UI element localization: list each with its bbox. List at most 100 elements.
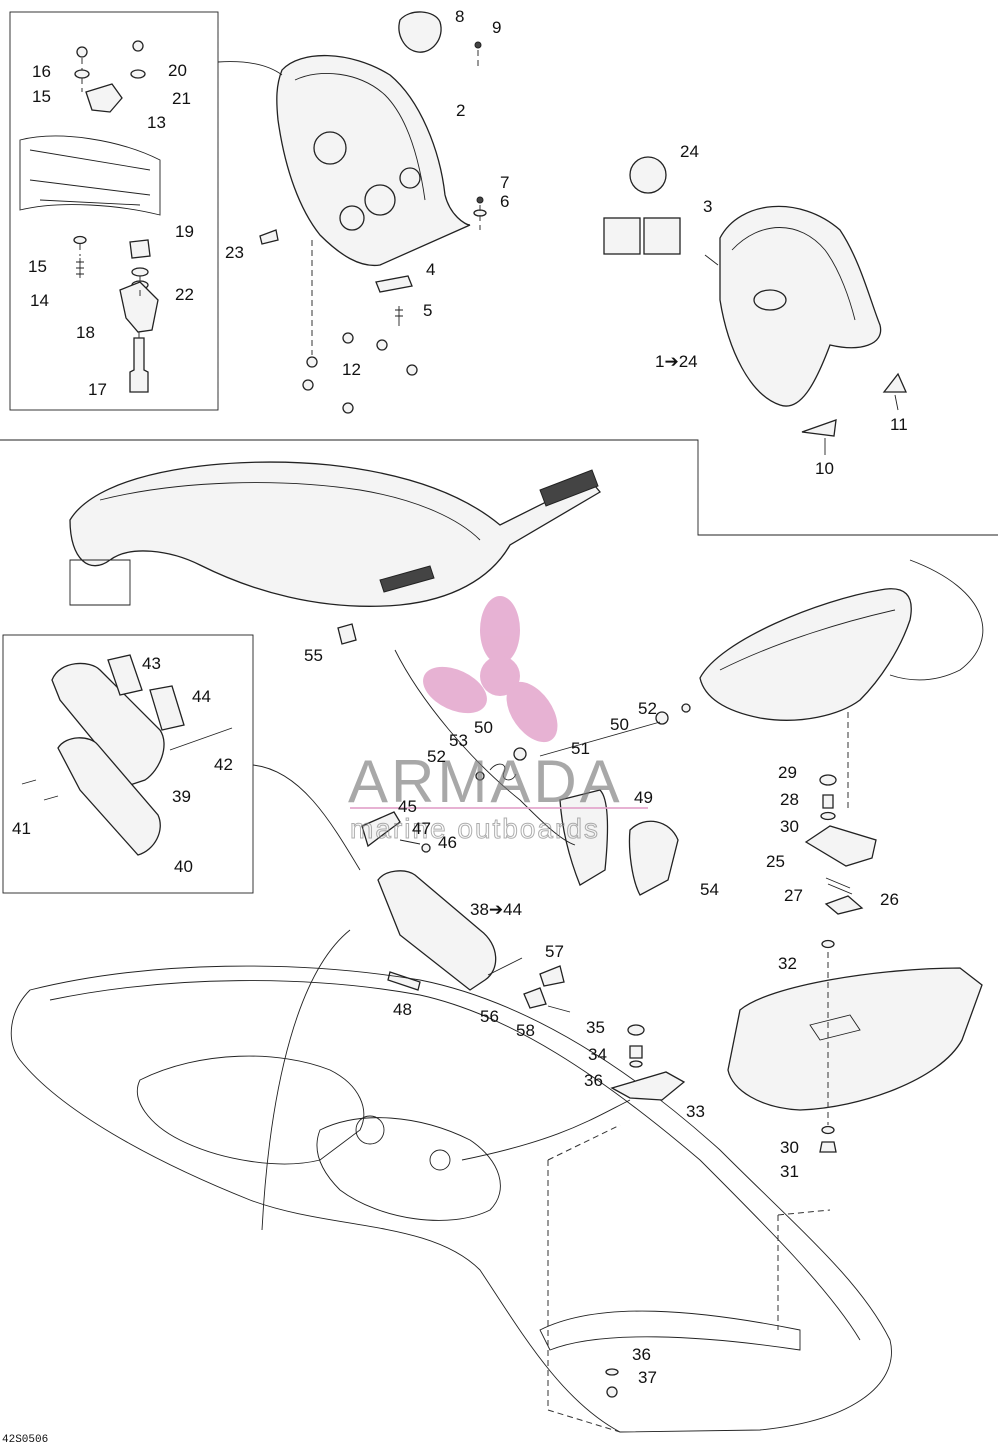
hinge-49 [559, 789, 609, 886]
handlebar-body [69, 461, 601, 607]
hull-console [316, 1117, 501, 1221]
washer-22a [131, 267, 149, 277]
callout-7: 7 [500, 173, 509, 192]
storage-compartment [217, 11, 487, 414]
clip-52b [681, 703, 691, 713]
watermark-brand: ARMADA [348, 748, 623, 815]
hull-section-lines [547, 1124, 831, 1433]
fastener-detail [19, 40, 161, 393]
washer-30-top [820, 811, 836, 821]
nut-12e [302, 379, 314, 391]
hull-console-cup [355, 1115, 385, 1145]
seat-base-seam [719, 609, 896, 671]
callout-19: 19 [175, 222, 194, 241]
callout-29: 29 [778, 763, 797, 782]
callout-12: 12 [342, 360, 361, 379]
callout-49: 49 [634, 788, 653, 807]
pin-17 [129, 337, 149, 393]
grab-handle-detail [21, 654, 361, 871]
callout-16: 16 [32, 62, 51, 81]
callout-56: 56 [480, 1007, 499, 1026]
compartment-cupholder-3 [339, 205, 365, 231]
callout-37: 37 [638, 1368, 657, 1387]
plug-55 [337, 623, 357, 645]
screw-5 [395, 306, 403, 326]
handle-pin [487, 957, 523, 976]
callout-33: 33 [686, 1102, 705, 1121]
hull-leader-handle [261, 929, 351, 1231]
callout-31: 31 [780, 1162, 799, 1181]
hull-console-cup-2 [429, 1149, 451, 1171]
bracket-13 [85, 83, 123, 113]
washer-21 [130, 69, 146, 79]
center-handle-assembly [361, 649, 691, 1013]
callout-52a: 52 [427, 747, 446, 766]
bumper-10 [801, 419, 837, 437]
screw-9 [474, 41, 482, 49]
callout-30b: 30 [780, 1138, 799, 1157]
hull-section-lines [29, 149, 151, 206]
callout-23: 23 [225, 243, 244, 262]
bracket-33 [610, 1071, 686, 1101]
washer-36-bottom [605, 1368, 619, 1376]
bushing-50b [655, 711, 669, 725]
callout-17: 17 [88, 380, 107, 399]
handlebar-mount [69, 559, 131, 606]
nut-20 [132, 40, 144, 52]
seat-base-shell [699, 588, 912, 721]
handlebar-seam [99, 482, 481, 541]
callout-11: 11 [890, 415, 908, 434]
leader-3 [704, 254, 719, 266]
hull-footwell [136, 1055, 365, 1165]
access-panel-cutout [809, 1014, 861, 1041]
callout-9: 9 [492, 18, 501, 37]
callout-54: 54 [700, 880, 719, 899]
callout-52b: 52 [638, 699, 657, 718]
clip-19 [129, 239, 151, 259]
callout-5: 5 [423, 301, 432, 320]
armada-watermark: ARMADA marine outboards [348, 596, 648, 845]
propeller-logo-icon [423, 596, 558, 743]
nut-31 [819, 1141, 837, 1153]
hull-rail [49, 980, 861, 1341]
clip-52a [475, 771, 485, 781]
fastener-axes [79, 58, 141, 338]
strip-48 [387, 971, 421, 991]
callout-22: 22 [175, 285, 194, 304]
cover-54 [628, 820, 679, 896]
compartment-rim [294, 72, 426, 201]
washer-30-bottom [821, 1125, 835, 1135]
seat-base [699, 559, 984, 1153]
callout-25: 25 [766, 852, 785, 871]
callout-30a: 30 [780, 817, 799, 836]
seat-cover-hole [753, 289, 787, 311]
compartment-cupholder [313, 131, 347, 165]
callout-27: 27 [784, 886, 803, 905]
nut-12f [342, 402, 354, 414]
nut-7 [476, 196, 484, 204]
detail-leader [217, 61, 283, 76]
handlebar-grip-right [539, 469, 599, 507]
spring-53 [489, 763, 517, 781]
callout-39: 39 [172, 787, 191, 806]
seat-cover-seam [731, 227, 856, 321]
hull-platform [10, 929, 892, 1433]
emblem-24 [629, 156, 667, 194]
handlebar-assembly [69, 461, 601, 645]
nut-12b [342, 332, 354, 344]
callout-26: 26 [880, 890, 899, 909]
callout-15b: 15 [28, 257, 47, 276]
detail-frames [0, 11, 998, 894]
washer-15-top [74, 69, 90, 79]
callout-50b: 50 [610, 715, 629, 734]
spring-27 [825, 877, 853, 895]
callout-2: 2 [456, 101, 465, 120]
callout-44: 44 [192, 687, 211, 706]
screw-14 [76, 258, 84, 278]
compartment-cupholder-2 [364, 184, 396, 216]
plate-4 [375, 275, 413, 293]
callout-40: 40 [174, 857, 193, 876]
hull-outline [10, 965, 892, 1433]
callout-51: 51 [571, 739, 590, 758]
compartment-cupholder-4 [399, 167, 421, 189]
